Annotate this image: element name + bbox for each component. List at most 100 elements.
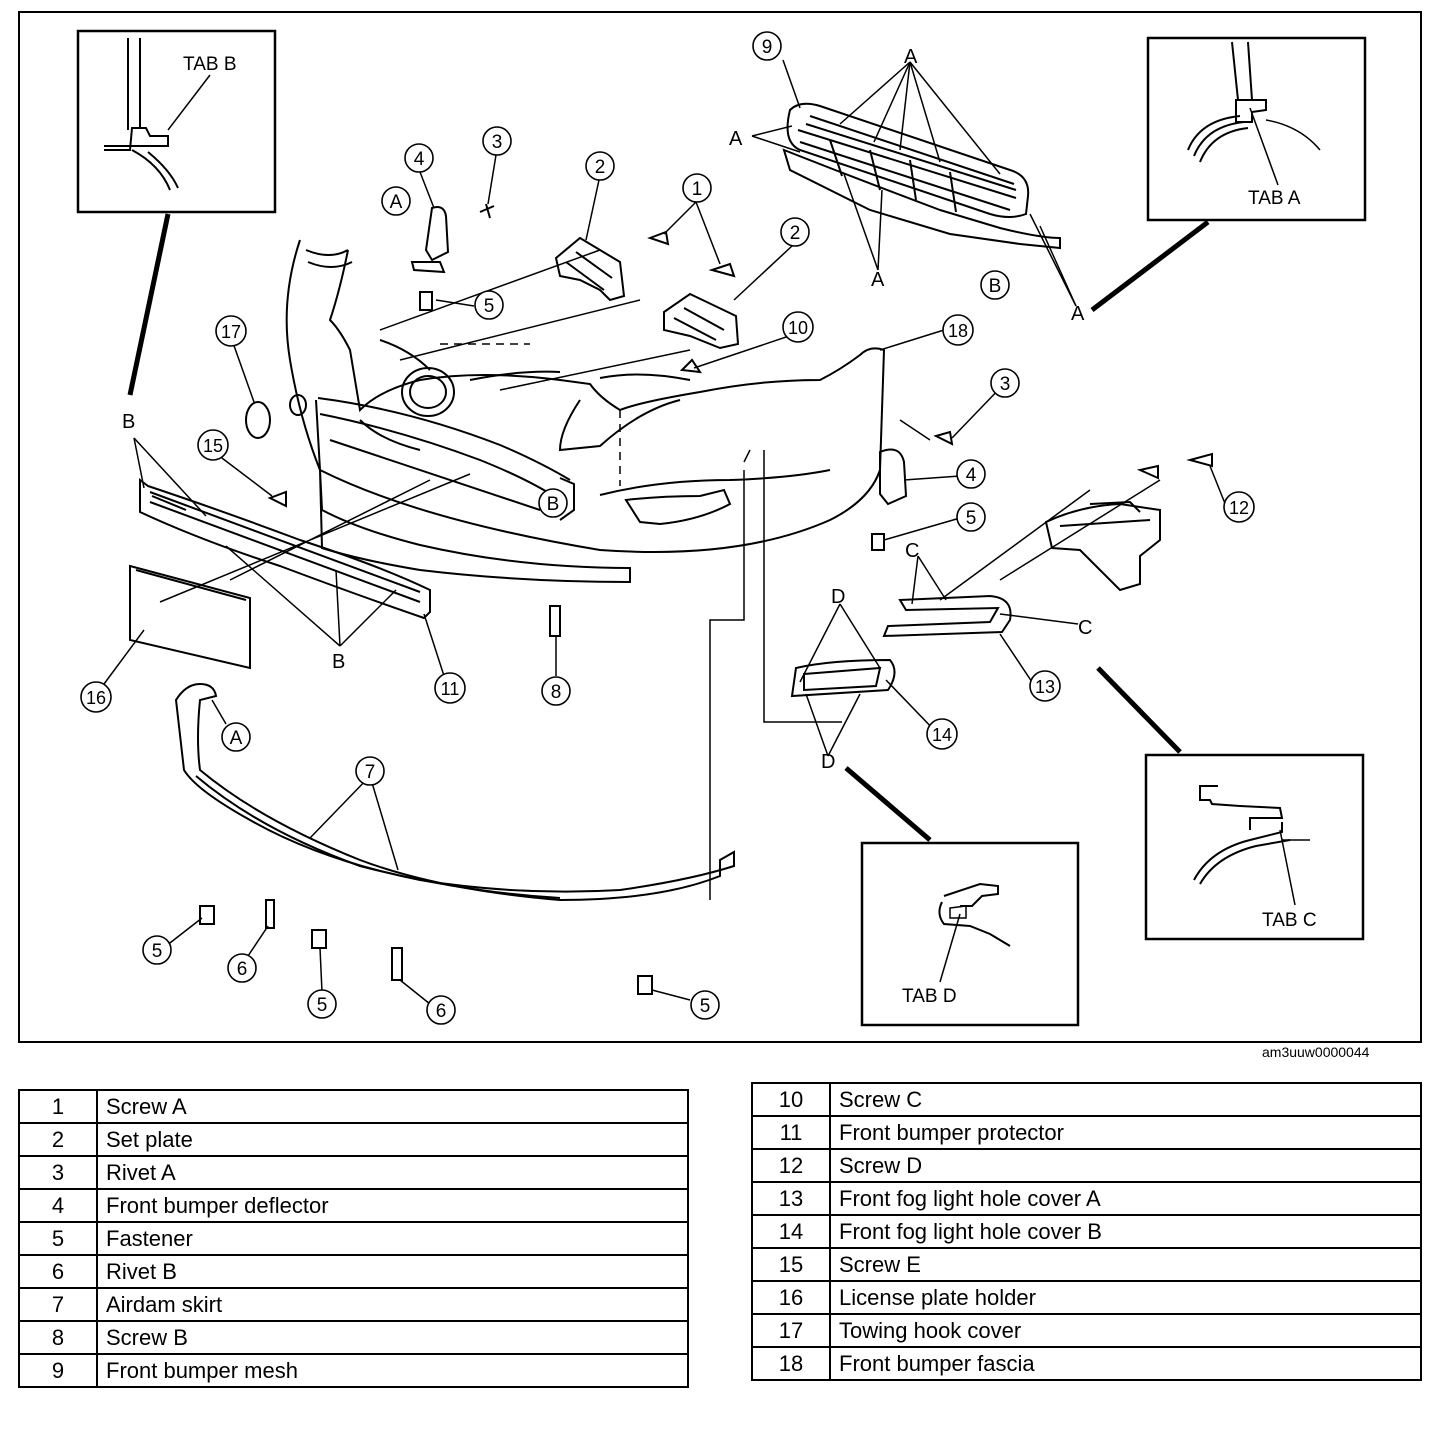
circled-b-mesh-text: B <box>989 276 1002 297</box>
fastener-symbols <box>199 203 1213 995</box>
front-bumper-fascia <box>285 239 886 584</box>
callout-5c-text: 5 <box>152 941 163 962</box>
callout-12-text: 12 <box>1229 498 1249 518</box>
callout-10-text: 10 <box>788 318 808 338</box>
callout-3-text: 3 <box>492 132 503 153</box>
callout-12: 12 <box>1223 491 1255 523</box>
part-number: 3 <box>18 1155 98 1190</box>
part-name: Screw A <box>96 1089 689 1124</box>
callout-7: 7 <box>355 756 385 786</box>
tab-b-label: TAB B <box>183 54 237 75</box>
callout-4-text: 4 <box>414 149 425 170</box>
part-name: Front fog light hole cover B <box>829 1214 1422 1249</box>
part-name: Front bumper deflector <box>96 1188 689 1223</box>
callout-1-text: 1 <box>692 179 703 200</box>
letter-a-2: A <box>729 128 743 150</box>
leader-tab-d <box>844 766 932 842</box>
fog-light-hole-cover-a <box>882 594 1012 638</box>
diagram-frame <box>18 11 1422 1043</box>
callout-17-text: 17 <box>221 322 241 342</box>
set-plate-right <box>663 292 740 350</box>
part-number: 12 <box>751 1148 831 1183</box>
callout-9-text: 9 <box>762 37 773 58</box>
inset-tab-b: TAB B <box>76 29 277 214</box>
part-number: 2 <box>18 1122 98 1157</box>
part-name: Front bumper mesh <box>96 1353 689 1388</box>
part-name: Screw C <box>829 1082 1422 1117</box>
letter-b-1: B <box>122 411 135 433</box>
letter-a-4: A <box>1071 303 1085 325</box>
callout-11-text: 11 <box>441 679 460 699</box>
letter-b-2: B <box>332 651 345 673</box>
part-name: Front bumper protector <box>829 1115 1422 1150</box>
callout-5e-text: 5 <box>700 996 711 1017</box>
towing-hook-cover <box>245 394 307 439</box>
part-number: 7 <box>18 1287 98 1322</box>
part-number: 8 <box>18 1320 98 1355</box>
callout-9: 9 <box>752 31 782 61</box>
letter-a-3: A <box>871 269 885 291</box>
callout-16: 16 <box>80 681 112 713</box>
callout-6a: 6 <box>227 953 257 983</box>
part-number: 6 <box>18 1254 98 1289</box>
letter-c-2: C <box>1078 617 1092 639</box>
tab-c-label: TAB C <box>1262 910 1317 931</box>
letter-d-1: D <box>831 586 845 608</box>
letter-c-1: C <box>905 540 919 562</box>
callout-3b-text: 3 <box>1000 374 1011 395</box>
part-name: Fastener <box>96 1221 689 1256</box>
reference-code: am3uuw0000044 <box>1262 1044 1370 1060</box>
callout-18-text: 18 <box>948 321 968 341</box>
part-name: Screw D <box>829 1148 1422 1183</box>
circled-a-bottom: A <box>221 722 251 752</box>
tab-d-label: TAB D <box>902 986 957 1007</box>
part-name: Set plate <box>96 1122 689 1157</box>
part-number: 4 <box>18 1188 98 1223</box>
inset-tab-a: TAB A <box>1146 36 1367 222</box>
callout-5a: 5 <box>474 290 504 320</box>
circled-a-top-text: A <box>390 192 403 213</box>
part-number: 1 <box>18 1089 98 1124</box>
callout-5b-text: 5 <box>966 508 977 529</box>
part-name: Rivet B <box>96 1254 689 1289</box>
callout-8-text: 8 <box>551 682 562 703</box>
airdam-skirt <box>174 682 735 902</box>
front-bumper-deflector-left <box>410 206 450 274</box>
callout-7-text: 7 <box>365 762 376 783</box>
callout-2b: 2 <box>780 217 810 247</box>
part-number: 13 <box>751 1181 831 1216</box>
callout-16-text: 16 <box>86 688 106 708</box>
callout-13-text: 13 <box>1035 677 1055 697</box>
callout-6b: 6 <box>426 995 456 1025</box>
license-plate-holder <box>129 564 251 670</box>
callout-3b: 3 <box>990 368 1020 398</box>
plain-letters: A A A A B B C C D D <box>122 46 1092 773</box>
callout-5c: 5 <box>142 935 172 965</box>
callout-5a-text: 5 <box>484 296 495 317</box>
part-number: 5 <box>18 1221 98 1256</box>
callout-2a-text: 2 <box>595 157 606 178</box>
part-name: Rivet A <box>96 1155 689 1190</box>
part-name: Towing hook cover <box>829 1313 1422 1348</box>
callout-10: 10 <box>782 311 814 343</box>
circled-b-mesh: B <box>980 270 1010 300</box>
callout-3: 3 <box>482 126 512 156</box>
callout-8: 8 <box>541 676 571 706</box>
part-name: Screw E <box>829 1247 1422 1282</box>
callout-4b: 4 <box>956 459 986 489</box>
circled-a-top: A <box>381 186 411 216</box>
letter-d-2: D <box>821 751 835 773</box>
callout-leaders <box>103 59 1227 1005</box>
part-name: Screw B <box>96 1320 689 1355</box>
